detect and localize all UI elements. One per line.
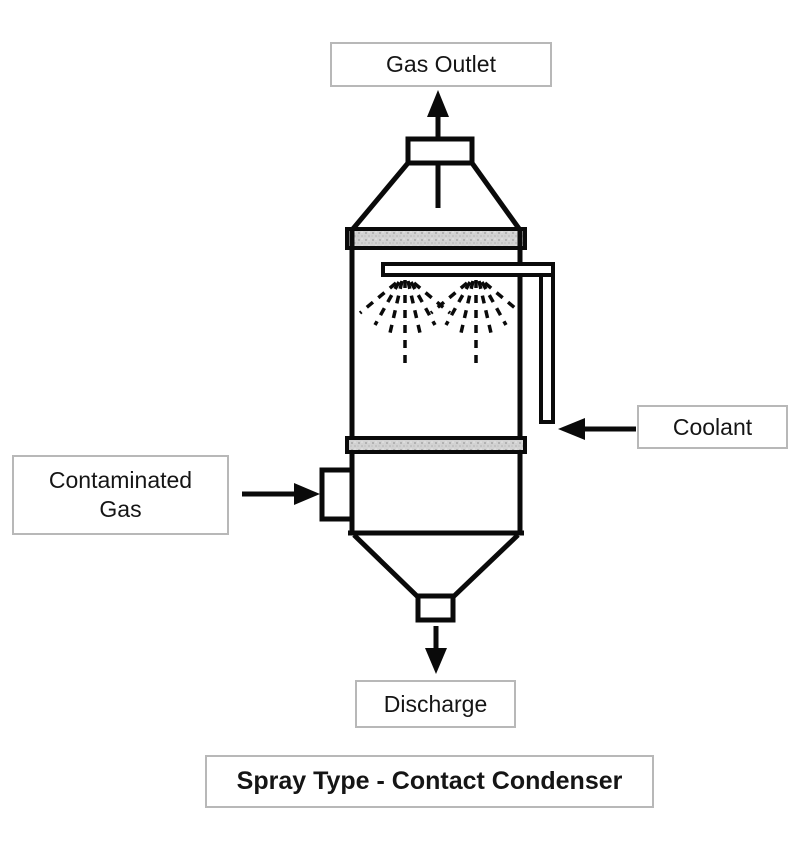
contaminated-gas-label: Contaminated Gas <box>12 455 229 535</box>
demister-band-bottom <box>345 436 527 454</box>
diagram-title: Spray Type - Contact Condenser <box>205 755 654 808</box>
gas-outlet-label: Gas Outlet <box>330 42 552 87</box>
coolant-label-text: Coolant <box>672 413 753 440</box>
gas-outlet-label-text: Gas Outlet <box>386 51 496 78</box>
contaminated-gas-arrow-icon <box>242 483 320 505</box>
top-neck <box>405 136 475 166</box>
coolant-label: Coolant <box>637 405 788 449</box>
contaminated-gas-label-line1: Contaminated <box>48 467 193 494</box>
coolant-arrow-icon <box>558 418 636 440</box>
spray-header-pipe <box>381 262 555 277</box>
bottom-cone <box>352 533 520 600</box>
contaminated-gas-label-line2: Gas <box>99 496 142 522</box>
top-cone <box>350 161 523 232</box>
discharge-label-text: Discharge <box>383 690 488 717</box>
gas-inlet-stub <box>319 467 355 522</box>
spray-nozzle-left-icon <box>358 280 452 363</box>
demister-band-top <box>345 227 527 250</box>
coolant-pipe <box>539 262 555 424</box>
spray-nozzle-right-icon <box>429 280 523 363</box>
diagram-title-text: Spray Type - Contact Condenser <box>236 766 623 795</box>
discharge-label: Discharge <box>355 680 516 728</box>
discharge-arrow-icon <box>425 626 447 674</box>
discharge-outlet-stub <box>415 593 456 623</box>
